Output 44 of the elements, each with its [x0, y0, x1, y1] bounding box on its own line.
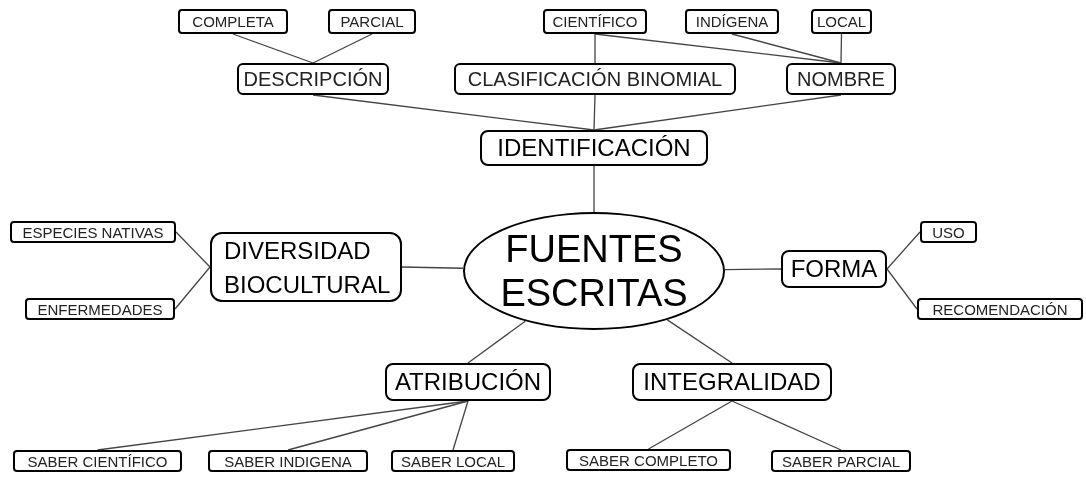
concept-box: USO	[920, 221, 977, 243]
concept-box: SABER INDIGENA	[208, 450, 368, 472]
connector-line	[724, 268, 782, 271]
concept-box: RECOMENDACIÓN	[917, 298, 1083, 320]
connector-line	[174, 266, 211, 310]
connector-line	[175, 231, 211, 268]
concept-box: FORMA	[781, 250, 887, 288]
concept-box: CLASIFICACIÓN BINOMIAL	[454, 63, 736, 95]
connector-line	[840, 33, 843, 64]
concept-box: PARCIAL	[328, 9, 416, 34]
connector-line	[452, 400, 469, 451]
concept-box: SABER COMPLETO	[566, 449, 731, 471]
connector-line	[593, 94, 842, 131]
connector-line	[312, 33, 373, 64]
concept-box: COMPLETA	[178, 9, 288, 34]
connector-line	[232, 33, 314, 64]
connector-line	[312, 94, 595, 131]
connector-line	[647, 400, 733, 450]
concept-box: CIENTÍFICO	[543, 9, 647, 34]
concept-box: SABER LOCAL	[391, 450, 515, 472]
connector-line	[666, 319, 733, 364]
concept-box: ESPECIES NATIVAS	[10, 221, 176, 243]
central-ellipse: FUENTES ESCRITAS	[463, 212, 725, 330]
connector-line	[593, 94, 596, 131]
concept-box: ATRIBUCIÓN	[385, 363, 551, 401]
connector-line	[886, 231, 921, 270]
connector-line	[594, 33, 596, 64]
concept-box: DIVERSIDAD BIOCULTURAL	[210, 232, 402, 302]
concept-box: IDENTIFICACIÓN	[480, 130, 708, 166]
connector-line	[467, 320, 526, 364]
concept-box: INDÍGENA	[685, 9, 779, 34]
concept-box: ENFERMEDADES	[25, 298, 175, 320]
connector-line	[731, 33, 842, 64]
connector-line	[886, 268, 918, 310]
concept-box: NOMBRE	[786, 63, 896, 95]
connector-line	[593, 165, 595, 213]
concept-box: DESCRIPCIÓN	[237, 63, 389, 95]
concept-box: LOCAL	[811, 9, 872, 34]
concept-box: SABER PARCIAL	[771, 450, 911, 472]
connector-line	[731, 400, 842, 451]
concept-box: INTEGRALIDAD	[632, 363, 832, 401]
connector-line	[401, 266, 464, 269]
connector-line	[287, 400, 469, 451]
concept-box: SABER CIENTÍFICO	[13, 450, 182, 472]
